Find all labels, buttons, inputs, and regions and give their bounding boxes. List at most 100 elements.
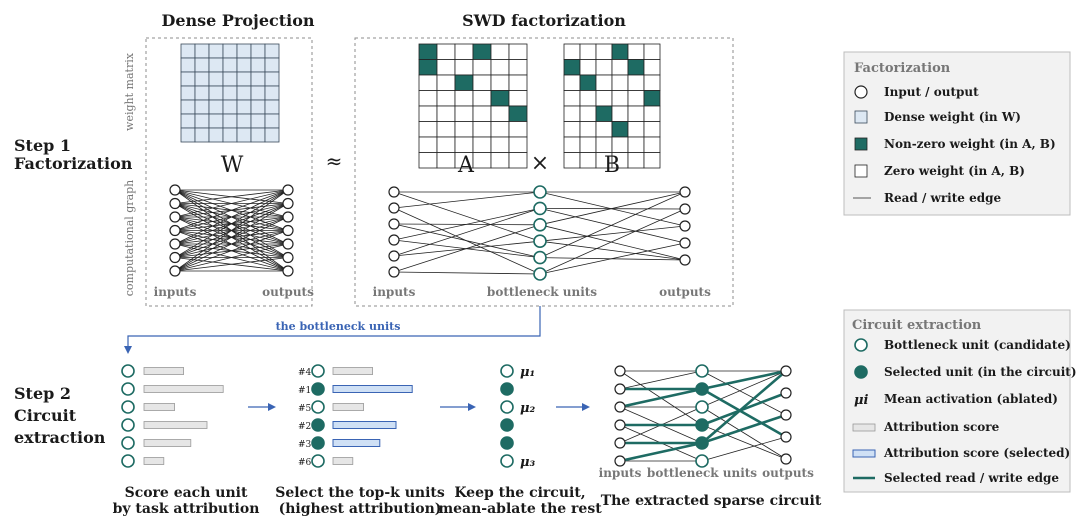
rank-label: #1 — [298, 386, 311, 396]
swd-input-node — [388, 186, 400, 198]
dense-output-node — [282, 251, 294, 264]
ablated-unit — [500, 364, 514, 378]
matrix-b-cell — [595, 90, 613, 107]
matrix-a-cell — [454, 121, 474, 138]
circuit-bottleneck-label: bottleneck units — [647, 466, 757, 480]
dense-matrix-cell — [222, 127, 238, 143]
swd-outputs-label: outputs — [659, 285, 711, 299]
swd-output-node — [679, 237, 691, 249]
step1-sublabel: Factorization — [14, 154, 133, 173]
legend-candidate-node-icon — [854, 338, 868, 352]
dense-matrix-cell — [208, 99, 224, 115]
matrix-a-cell — [418, 121, 438, 138]
matrix-a-cell — [436, 152, 456, 169]
matrix-a-cell — [490, 59, 510, 76]
matrix-a-cell — [508, 74, 528, 91]
approx-symbol: ≈ — [326, 149, 343, 173]
dense-input-node — [169, 197, 181, 210]
dense-weight-matrix — [180, 43, 280, 143]
legend-attribution-bar-icon — [852, 423, 876, 432]
flow-arrow-2 — [440, 403, 476, 411]
matrix-a-cell — [436, 121, 456, 138]
dense-matrix-cell — [208, 43, 224, 59]
matrix-b-cell — [611, 74, 629, 91]
dense-inputs-label: inputs — [154, 285, 197, 299]
legend-attribution-label: Attribution score — [883, 420, 1000, 434]
legend-dense-label: Dense weight (in W) — [884, 110, 1021, 124]
matrix-b-cell — [595, 105, 613, 122]
circuit-write-edge — [701, 406, 787, 460]
score-units-panel — [121, 364, 224, 468]
circuit-input-node — [614, 383, 626, 395]
swd-input-node — [388, 218, 400, 230]
matrix-a-cell — [436, 90, 456, 107]
dense-output-node — [282, 238, 294, 250]
ablated-unit — [500, 400, 514, 414]
select-topk-panel: #4#1#5#2#3#6 — [298, 364, 413, 468]
caption-keep-1: Keep the circuit, — [454, 485, 585, 501]
candidate-unit — [121, 418, 135, 432]
circuit-selected-node — [695, 418, 709, 432]
circuit-input-node — [614, 419, 626, 431]
matrix-b-cell — [563, 74, 581, 91]
dense-panel — [145, 37, 313, 307]
matrix-a-cell — [418, 43, 438, 60]
dense-matrix-cell — [236, 57, 252, 73]
swd-output-node — [679, 220, 691, 232]
swd-bottleneck-label: bottleneck units — [487, 285, 597, 299]
dense-matrix-cell — [264, 43, 280, 59]
matrix-a-cell — [508, 43, 528, 60]
attribution-bar — [143, 421, 208, 429]
swd-write-edge — [539, 240, 686, 261]
matrix-b-cell — [643, 136, 661, 153]
dense-matrix-cell — [194, 71, 210, 87]
times-symbol: × — [531, 151, 549, 176]
dense-matrix-cell — [194, 113, 210, 129]
circuit-legend-box — [843, 309, 1071, 493]
dense-edge — [174, 189, 289, 231]
matrix-a-cell — [508, 152, 528, 169]
matrix-a-cell — [472, 105, 492, 122]
step1-label: Step 1 — [14, 136, 71, 155]
matrix-a-cell — [454, 105, 474, 122]
mean-activation-label: μ₃ — [520, 455, 536, 470]
circuit-write-edge — [701, 436, 787, 462]
selected-unit — [311, 418, 325, 432]
factorization-legend-title: Factorization — [854, 61, 951, 76]
attribution-bar — [332, 403, 365, 411]
candidate-unit — [121, 436, 135, 450]
matrix-a-cell — [418, 136, 438, 153]
dense-computational-graph — [169, 184, 294, 277]
swd-read-edge — [393, 208, 541, 241]
swd-read-edge — [393, 191, 541, 242]
swd-output-node — [679, 186, 691, 198]
dense-input-node — [169, 224, 181, 237]
dense-input-node — [169, 184, 181, 196]
matrix-b-cell — [595, 136, 613, 153]
dense-matrix-cell — [180, 127, 196, 143]
dense-matrix-cell — [236, 85, 252, 101]
circuit-output-node — [780, 409, 792, 421]
swd-bottleneck-node — [533, 218, 547, 232]
swd-input-node — [388, 266, 400, 278]
legend-edge-label: Read / write edge — [884, 191, 1001, 205]
dense-output-node — [282, 197, 294, 210]
swd-bottleneck-node — [533, 267, 547, 281]
swd-input-node — [388, 202, 400, 214]
matrix-b-cell — [563, 90, 581, 107]
dense-input-node — [169, 265, 181, 277]
swd-output-node — [679, 203, 691, 215]
dense-matrix-cell — [236, 113, 252, 129]
dense-edge — [174, 189, 289, 272]
matrix-a-cell — [472, 43, 492, 60]
matrix-b-cell — [611, 121, 629, 138]
step2-sublabel-2: extraction — [14, 428, 106, 447]
swd-read-edge — [393, 208, 541, 257]
matrix-a-cell — [508, 136, 528, 153]
matrix-b-cell — [611, 136, 629, 153]
dense-edge — [174, 189, 289, 258]
matrix-a-cell — [490, 90, 510, 107]
matrix-b-cell — [627, 74, 645, 91]
dense-matrix-cell — [180, 99, 196, 115]
